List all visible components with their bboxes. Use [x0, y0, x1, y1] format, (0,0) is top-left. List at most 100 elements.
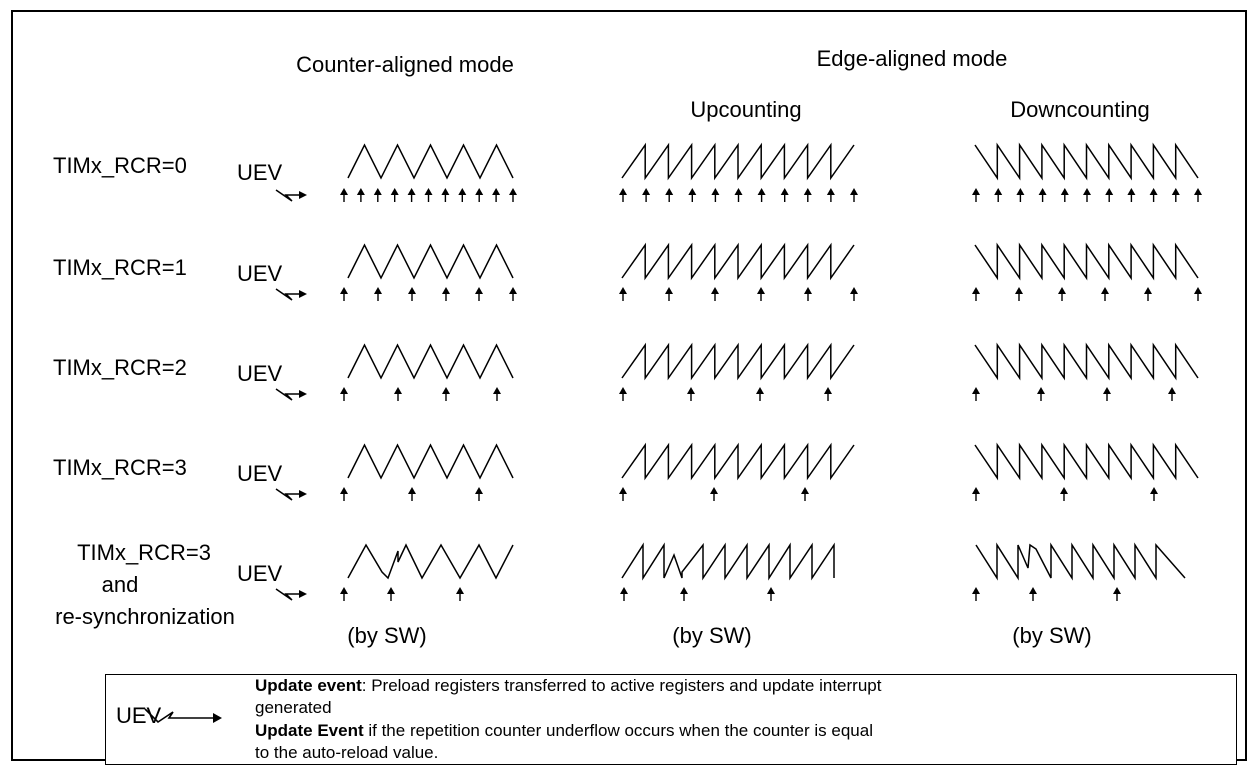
- counter-aligned-event-arrow-row5-1: [340, 587, 348, 601]
- upcounting-event-arrow-row2-3: [711, 287, 719, 301]
- header-upcounting: Upcounting: [690, 97, 802, 122]
- downcounting-event-arrow-row1-9: [1149, 188, 1158, 202]
- by-sw-label-counter: (by SW): [347, 623, 427, 648]
- row-label-rcr0: TIMx_RCR=0: [53, 153, 187, 178]
- upcounting-wave-row5: [621, 542, 835, 581]
- upcounting-wave-row2: [621, 242, 855, 281]
- legend-uev-label: UEV: [116, 703, 162, 728]
- counter-aligned-event-arrow-row2-1: [340, 287, 348, 301]
- counter-aligned-event-arrow-row1-2: [356, 188, 365, 202]
- downcounting-event-arrow-row5-2: [1029, 587, 1037, 601]
- downcounting-wave-row1: [974, 142, 1199, 181]
- upcounting-event-arrow-row5-1: [620, 587, 628, 601]
- downcounting-wave-row2: [974, 242, 1199, 281]
- counter-aligned-event-arrow-row1-11: [509, 188, 517, 202]
- upcounting-wave-row4: [621, 442, 855, 481]
- legend-uev-arrow-icon: [144, 708, 222, 724]
- counter-aligned-wave-row2: [347, 243, 514, 280]
- downcounting-event-arrow-row3-3: [1103, 387, 1111, 401]
- counter-aligned-event-arrow-row3-4: [493, 387, 501, 401]
- upcounting-event-arrow-row3-4: [824, 387, 832, 401]
- counter-aligned-event-arrow-row5-2: [387, 587, 395, 601]
- upcounting-event-arrow-row1-10: [826, 188, 835, 202]
- counter-aligned-event-arrow-row3-1: [340, 387, 348, 401]
- uev-label-row1: UEV: [237, 160, 283, 185]
- counter-aligned-event-arrow-row1-5: [407, 188, 416, 202]
- by-sw-label-up: (by SW): [672, 623, 752, 648]
- downcounting-wave-row5: [975, 542, 1186, 581]
- downcounting-event-arrow-row2-4: [1101, 287, 1109, 301]
- downcounting-event-arrow-row2-5: [1144, 287, 1152, 301]
- downcounting-event-arrow-row1-8: [1127, 188, 1136, 202]
- uev-pointer-icon-row2: [275, 288, 307, 301]
- counter-aligned-event-arrow-row4-2: [408, 487, 416, 501]
- downcounting-event-arrow-row5-3: [1113, 587, 1121, 601]
- counter-aligned-wave-row1: [347, 143, 514, 180]
- upcounting-event-arrow-row4-3: [801, 487, 809, 501]
- downcounting-event-arrow-row2-1: [972, 287, 980, 301]
- counter-aligned-event-arrow-row4-1: [340, 487, 348, 501]
- downcounting-event-arrow-row4-1: [972, 487, 980, 501]
- header-edge-aligned: Edge-aligned mode: [816, 46, 1008, 71]
- downcounting-event-arrow-row1-11: [1194, 188, 1202, 202]
- legend-line-2: generated: [255, 698, 332, 717]
- uev-pointer-icon-row4: [275, 488, 307, 501]
- counter-aligned-event-arrow-row2-6: [509, 287, 517, 301]
- upcounting-event-arrow-row2-1: [619, 287, 627, 301]
- upcounting-event-arrow-row2-2: [665, 287, 673, 301]
- upcounting-event-arrow-row2-5: [804, 287, 812, 301]
- upcounting-event-arrow-row2-4: [757, 287, 765, 301]
- legend-line-3-rest: if the repetition counter underflow occu…: [363, 721, 873, 740]
- uev-label-row4: UEV: [237, 461, 283, 486]
- counter-aligned-event-arrow-row1-4: [390, 188, 399, 202]
- counter-aligned-event-arrow-row2-2: [374, 287, 382, 301]
- downcounting-event-arrow-row2-6: [1194, 287, 1202, 301]
- upcounting-event-arrow-row1-7: [757, 188, 766, 202]
- counter-aligned-event-arrow-row2-5: [475, 287, 483, 301]
- downcounting-event-arrow-row4-2: [1060, 487, 1068, 501]
- downcounting-event-arrow-row1-10: [1171, 188, 1180, 202]
- row-label-rcr3-resync-line2: and: [101, 572, 139, 597]
- upcounting-event-arrow-row5-3: [767, 587, 775, 601]
- legend-line-4: to the auto-reload value.: [255, 743, 439, 762]
- counter-aligned-wave-row5: [347, 543, 514, 580]
- counter-aligned-event-arrow-row1-10: [492, 188, 501, 202]
- downcounting-event-arrow-row2-3: [1058, 287, 1066, 301]
- legend-line-3-bold: Update Event: [255, 721, 364, 740]
- upcounting-event-arrow-row1-6: [734, 188, 743, 202]
- header-downcounting: Downcounting: [1010, 97, 1150, 122]
- upcounting-wave-row3: [621, 342, 855, 381]
- uev-label-row3: UEV: [237, 361, 283, 386]
- downcounting-event-arrow-row1-4: [1038, 188, 1047, 202]
- row-label-rcr3-resync-line3: re-synchronization: [55, 604, 235, 629]
- counter-aligned-event-arrow-row1-1: [340, 188, 348, 202]
- downcounting-wave-row4: [974, 442, 1199, 481]
- by-sw-label-down: (by SW): [1012, 623, 1092, 648]
- row-label-rcr2: TIMx_RCR=2: [53, 355, 187, 380]
- row-label-rcr3-resync-line1: TIMx_RCR=3: [77, 540, 211, 565]
- upcounting-event-arrow-row1-8: [780, 188, 789, 202]
- upcounting-event-arrow-row1-3: [665, 188, 674, 202]
- uev-label-row2: UEV: [237, 261, 283, 286]
- downcounting-event-arrow-row1-6: [1083, 188, 1091, 202]
- upcounting-event-arrow-row4-1: [619, 487, 627, 501]
- upcounting-wave-row1: [621, 142, 855, 181]
- counter-aligned-event-arrow-row1-6: [424, 188, 433, 202]
- upcounting-event-arrow-row3-1: [619, 387, 627, 401]
- downcounting-event-arrow-row2-2: [1015, 287, 1023, 301]
- legend-box: UEV Update event: Preload registers tran…: [105, 674, 1237, 765]
- counter-aligned-wave-row3: [347, 343, 514, 380]
- downcounting-event-arrow-row1-7: [1105, 188, 1114, 202]
- counter-aligned-event-arrow-row2-4: [442, 287, 450, 301]
- uev-pointer-icon-row1: [275, 189, 307, 202]
- counter-aligned-event-arrow-row4-3: [475, 487, 483, 501]
- downcounting-event-arrow-row5-1: [972, 587, 980, 601]
- legend-line-1-rest: : Preload registers transferred to activ…: [361, 676, 882, 695]
- uev-label-row5: UEV: [237, 561, 283, 586]
- upcounting-event-arrow-row3-2: [687, 387, 695, 401]
- downcounting-event-arrow-row3-2: [1037, 387, 1045, 401]
- upcounting-event-arrow-row1-2: [642, 188, 651, 202]
- upcounting-event-arrow-row4-2: [710, 487, 718, 501]
- upcounting-event-arrow-row1-11: [850, 188, 858, 202]
